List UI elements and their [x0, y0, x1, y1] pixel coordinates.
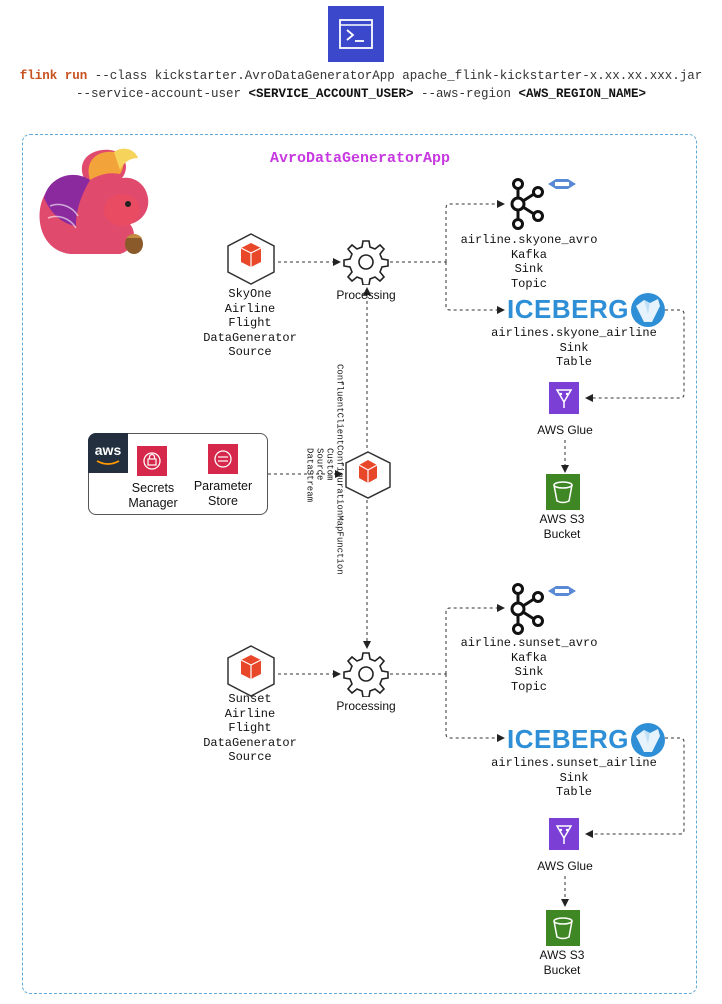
- secrets-manager-label: Secrets Manager: [118, 481, 188, 511]
- gear-icon: [343, 652, 389, 697]
- skyone-kafka-label: airline.skyone_avro Kafka Sink Topic: [445, 233, 613, 291]
- skyone-kafka-line: Kafka: [510, 247, 547, 262]
- skyone-iceberg-label: airlines.skyone_airline Sink Table: [490, 326, 658, 370]
- s3-bucket-icon: [546, 910, 580, 946]
- kafka-icon: [510, 178, 544, 230]
- skyone-s3-label: AWS S3 Bucket: [520, 512, 604, 542]
- command-flag-user: --service-account-user: [75, 87, 249, 101]
- glue-icon: [549, 382, 579, 414]
- skyone-iceberg-line: Table: [555, 355, 592, 369]
- command-line-1: flink run --class kickstarter.AvroDataGe…: [0, 69, 722, 83]
- sunset-s3-line: AWS S3: [539, 948, 585, 962]
- sunset-source-line: Source: [228, 750, 272, 764]
- command-args: --class kickstarter.AvroDataGeneratorApp…: [87, 69, 703, 83]
- command-region-placeholder: <AWS_REGION_NAME>: [518, 87, 647, 101]
- secrets-line: Secrets: [131, 481, 175, 495]
- ec2-cube-icon: [227, 233, 275, 285]
- sunset-source-line: Sunset: [228, 692, 272, 706]
- sunset-source-line: DataGenerator: [203, 735, 297, 750]
- secrets-line: Manager: [128, 496, 178, 510]
- s3-bucket-icon: [546, 474, 580, 510]
- custom-source-line: Custom: [324, 448, 335, 481]
- kafka-badge-icon: [548, 179, 576, 189]
- kafka-icon: [510, 583, 544, 635]
- app-title: AvroDataGeneratorApp: [269, 150, 451, 167]
- sunset-iceberg-line: Table: [555, 785, 592, 799]
- parameter-store-icon: [208, 444, 238, 474]
- custom-source-line: Source: [314, 448, 325, 481]
- skyone-source-line: Airline: [224, 301, 276, 316]
- app-frame: [22, 134, 697, 994]
- command-line-2: --service-account-user <SERVICE_ACCOUNT_…: [0, 87, 722, 101]
- sunset-source-label: Sunset Airline Flight DataGenerator Sour…: [190, 692, 310, 765]
- skyone-source-label: SkyOne Airline Flight DataGenerator Sour…: [190, 287, 310, 360]
- sunset-kafka-line: Kafka: [510, 650, 547, 665]
- sunset-source-line: Flight: [228, 721, 272, 735]
- skyone-kafka-line: Sink: [514, 262, 544, 276]
- sunset-kafka-line: Sink: [514, 665, 544, 679]
- aws-logo: aws: [88, 433, 128, 473]
- iceberg-circle-icon: [631, 723, 665, 757]
- custom-source-line: ConfluentClientConfigurationMapFunction: [334, 364, 345, 575]
- skyone-source-line: SkyOne: [228, 287, 272, 301]
- skyone-source-line: Flight: [228, 316, 272, 330]
- sunset-iceberg-label: airlines.sunset_airline Sink Table: [490, 756, 658, 800]
- command-keyword: flink run: [19, 69, 88, 83]
- terminal-icon: [328, 6, 384, 62]
- sunset-iceberg-line: Sink: [559, 770, 589, 785]
- iceberg-logo: ICEBERG: [507, 294, 629, 324]
- secrets-manager-icon: [137, 446, 167, 476]
- ec2-cube-icon: [227, 645, 275, 697]
- iceberg-logo: ICEBERG: [507, 724, 629, 754]
- custom-source-line: DataStream: [304, 448, 315, 503]
- glue-icon: [549, 818, 579, 850]
- iceberg-circle-icon: [631, 293, 665, 327]
- skyone-kafka-line: Topic: [510, 276, 547, 291]
- skyone-source-line: DataGenerator: [203, 330, 297, 345]
- skyone-iceberg-line: airlines.skyone_airline: [491, 326, 657, 340]
- sunset-glue-label: AWS Glue: [537, 859, 593, 873]
- parameter-store-label: Parameter Store: [186, 479, 260, 509]
- gear-icon: [343, 240, 389, 285]
- sunset-source-line: Airline: [224, 706, 276, 721]
- sunset-kafka-line: airline.sunset_avro: [460, 636, 598, 650]
- skyone-glue-label: AWS Glue: [537, 423, 593, 437]
- sunset-iceberg-line: airlines.sunset_airline: [491, 756, 657, 770]
- sunset-s3-line: Bucket: [543, 963, 581, 977]
- sunset-s3-label: AWS S3 Bucket: [520, 948, 604, 978]
- flink-squirrel-icon: [39, 148, 149, 254]
- command-flag-region: --aws-region: [413, 87, 519, 101]
- kafka-badge-icon: [548, 586, 576, 596]
- custom-source-label: ConfluentClientConfigurationMapFunction …: [298, 364, 345, 594]
- sunset-kafka-label: airline.sunset_avro Kafka Sink Topic: [445, 636, 613, 694]
- skyone-source-line: Source: [228, 345, 272, 359]
- sunset-kafka-line: Topic: [510, 679, 547, 694]
- skyone-s3-line: AWS S3: [539, 512, 585, 526]
- aws-logo-text: aws: [94, 442, 122, 458]
- command-user-placeholder: <SERVICE_ACCOUNT_USER>: [248, 87, 414, 101]
- skyone-processing-label: Processing: [336, 288, 396, 302]
- skyone-iceberg-line: Sink: [559, 340, 589, 355]
- skyone-kafka-line: airline.skyone_avro: [460, 233, 598, 247]
- params-line: Store: [208, 494, 238, 508]
- sunset-processing-label: Processing: [336, 699, 396, 713]
- custom-source-cube-icon: [345, 451, 391, 499]
- params-line: Parameter: [193, 479, 253, 493]
- skyone-s3-line: Bucket: [543, 527, 581, 541]
